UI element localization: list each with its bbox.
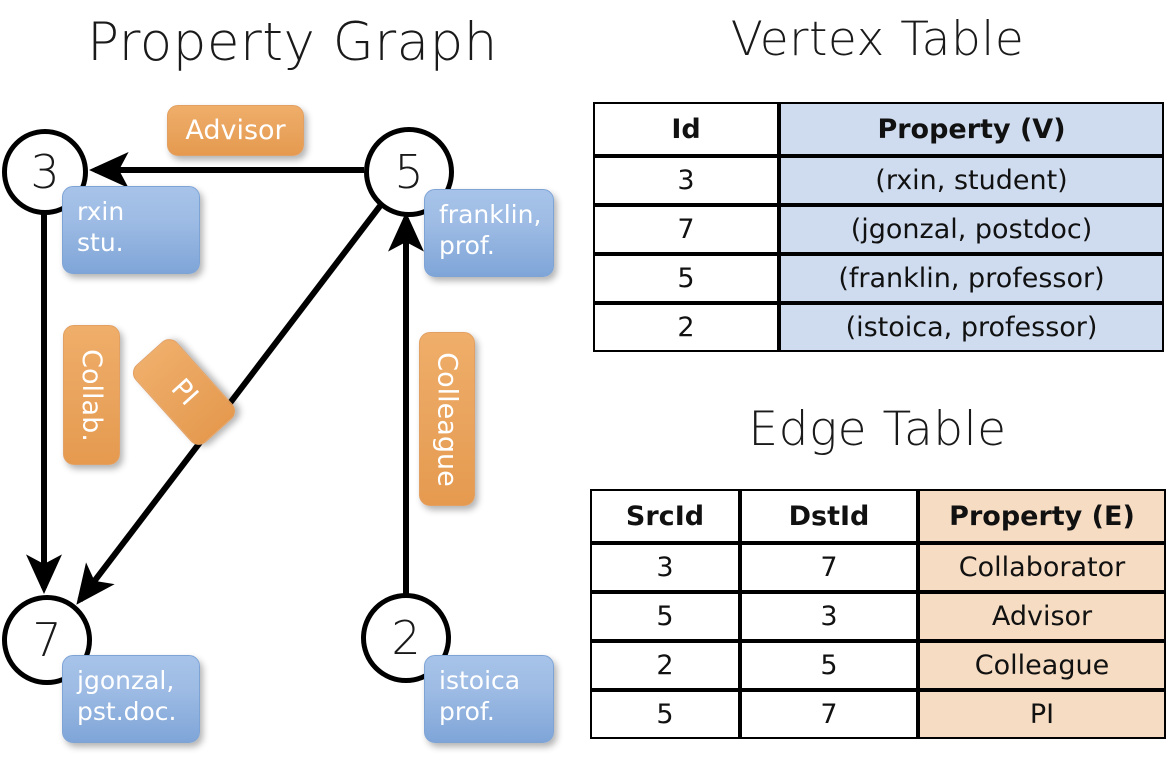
vertex-cell-id: 3: [593, 156, 779, 205]
page-title-vertex-table: Vertex Table: [730, 12, 1025, 67]
node-property-box-jgonzal: jgonzal, pst.doc.: [62, 655, 200, 743]
edge-cell-property: Advisor: [918, 592, 1166, 641]
table-row: 3 (rxin, student): [593, 156, 1164, 205]
vertex-cell-property: (franklin, professor): [779, 254, 1164, 303]
edge-cell-srcid: 3: [590, 543, 740, 592]
edge-table-header-property: Property (E): [918, 489, 1166, 543]
vertex-cell-id: 5: [593, 254, 779, 303]
graph-node-2-label: 2: [391, 611, 421, 665]
vertex-cell-id: 7: [593, 205, 779, 254]
vertex-cell-property: (jgonzal, postdoc): [779, 205, 1164, 254]
property-graph-diagram: 3 5 7 2 rxin stu. franklin, prof. jgonza…: [2, 105, 554, 743]
page-title-edge-table: Edge Table: [748, 402, 1007, 457]
graph-node-3-label: 3: [30, 145, 60, 199]
node-property-box-rxin: rxin stu.: [62, 186, 200, 274]
vertex-table-header-id: Id: [593, 102, 779, 156]
edge-cell-dstid: 7: [740, 543, 918, 592]
vertex-table-header-property: Property (V): [779, 102, 1164, 156]
vertex-cell-property: (istoica, professor): [779, 303, 1164, 352]
edge-cell-dstid: 3: [740, 592, 918, 641]
edge-cell-srcid: 5: [590, 592, 740, 641]
table-row: 2 (istoica, professor): [593, 303, 1164, 352]
table-row: 5 3 Advisor: [590, 592, 1166, 641]
node-property-box-istoica: istoica prof.: [424, 655, 554, 743]
edge-cell-property: Collaborator: [918, 543, 1166, 592]
edge-table-header-dstid: DstId: [740, 489, 918, 543]
edge-cell-property: Colleague: [918, 641, 1166, 690]
edge-cell-dstid: 5: [740, 641, 918, 690]
edge-label-advisor: Advisor: [167, 105, 304, 156]
table-row: 2 5 Colleague: [590, 641, 1166, 690]
page-title-property-graph: Property Graph: [87, 12, 498, 73]
edge-table-header-srcid: SrcId: [590, 489, 740, 543]
graph-node-5-label: 5: [394, 145, 424, 199]
edge-cell-property: PI: [918, 690, 1166, 739]
edge-label-colleague: Colleague: [419, 332, 475, 506]
table-row: 5 7 PI: [590, 690, 1166, 739]
vertex-cell-property: (rxin, student): [779, 156, 1164, 205]
edge-table: SrcId DstId Property (E) 3 7 Collaborato…: [590, 489, 1166, 739]
edge-table-header-row: SrcId DstId Property (E): [590, 489, 1166, 543]
graph-node-7-label: 7: [32, 613, 62, 667]
edge-cell-dstid: 7: [740, 690, 918, 739]
edge-cell-srcid: 5: [590, 690, 740, 739]
table-row: 5 (franklin, professor): [593, 254, 1164, 303]
table-row: 3 7 Collaborator: [590, 543, 1166, 592]
graph-node-2[interactable]: 2: [361, 593, 451, 683]
vertex-table: Id Property (V) 3 (rxin, student) 7 (jgo…: [593, 102, 1164, 352]
graph-node-5[interactable]: 5: [364, 127, 454, 217]
node-property-box-franklin: franklin, prof.: [424, 189, 554, 277]
edge-cell-srcid: 2: [590, 641, 740, 690]
edge-label-collab: Collab.: [63, 325, 120, 465]
table-row: 7 (jgonzal, postdoc): [593, 205, 1164, 254]
vertex-cell-id: 2: [593, 303, 779, 352]
vertex-table-header-row: Id Property (V): [593, 102, 1164, 156]
